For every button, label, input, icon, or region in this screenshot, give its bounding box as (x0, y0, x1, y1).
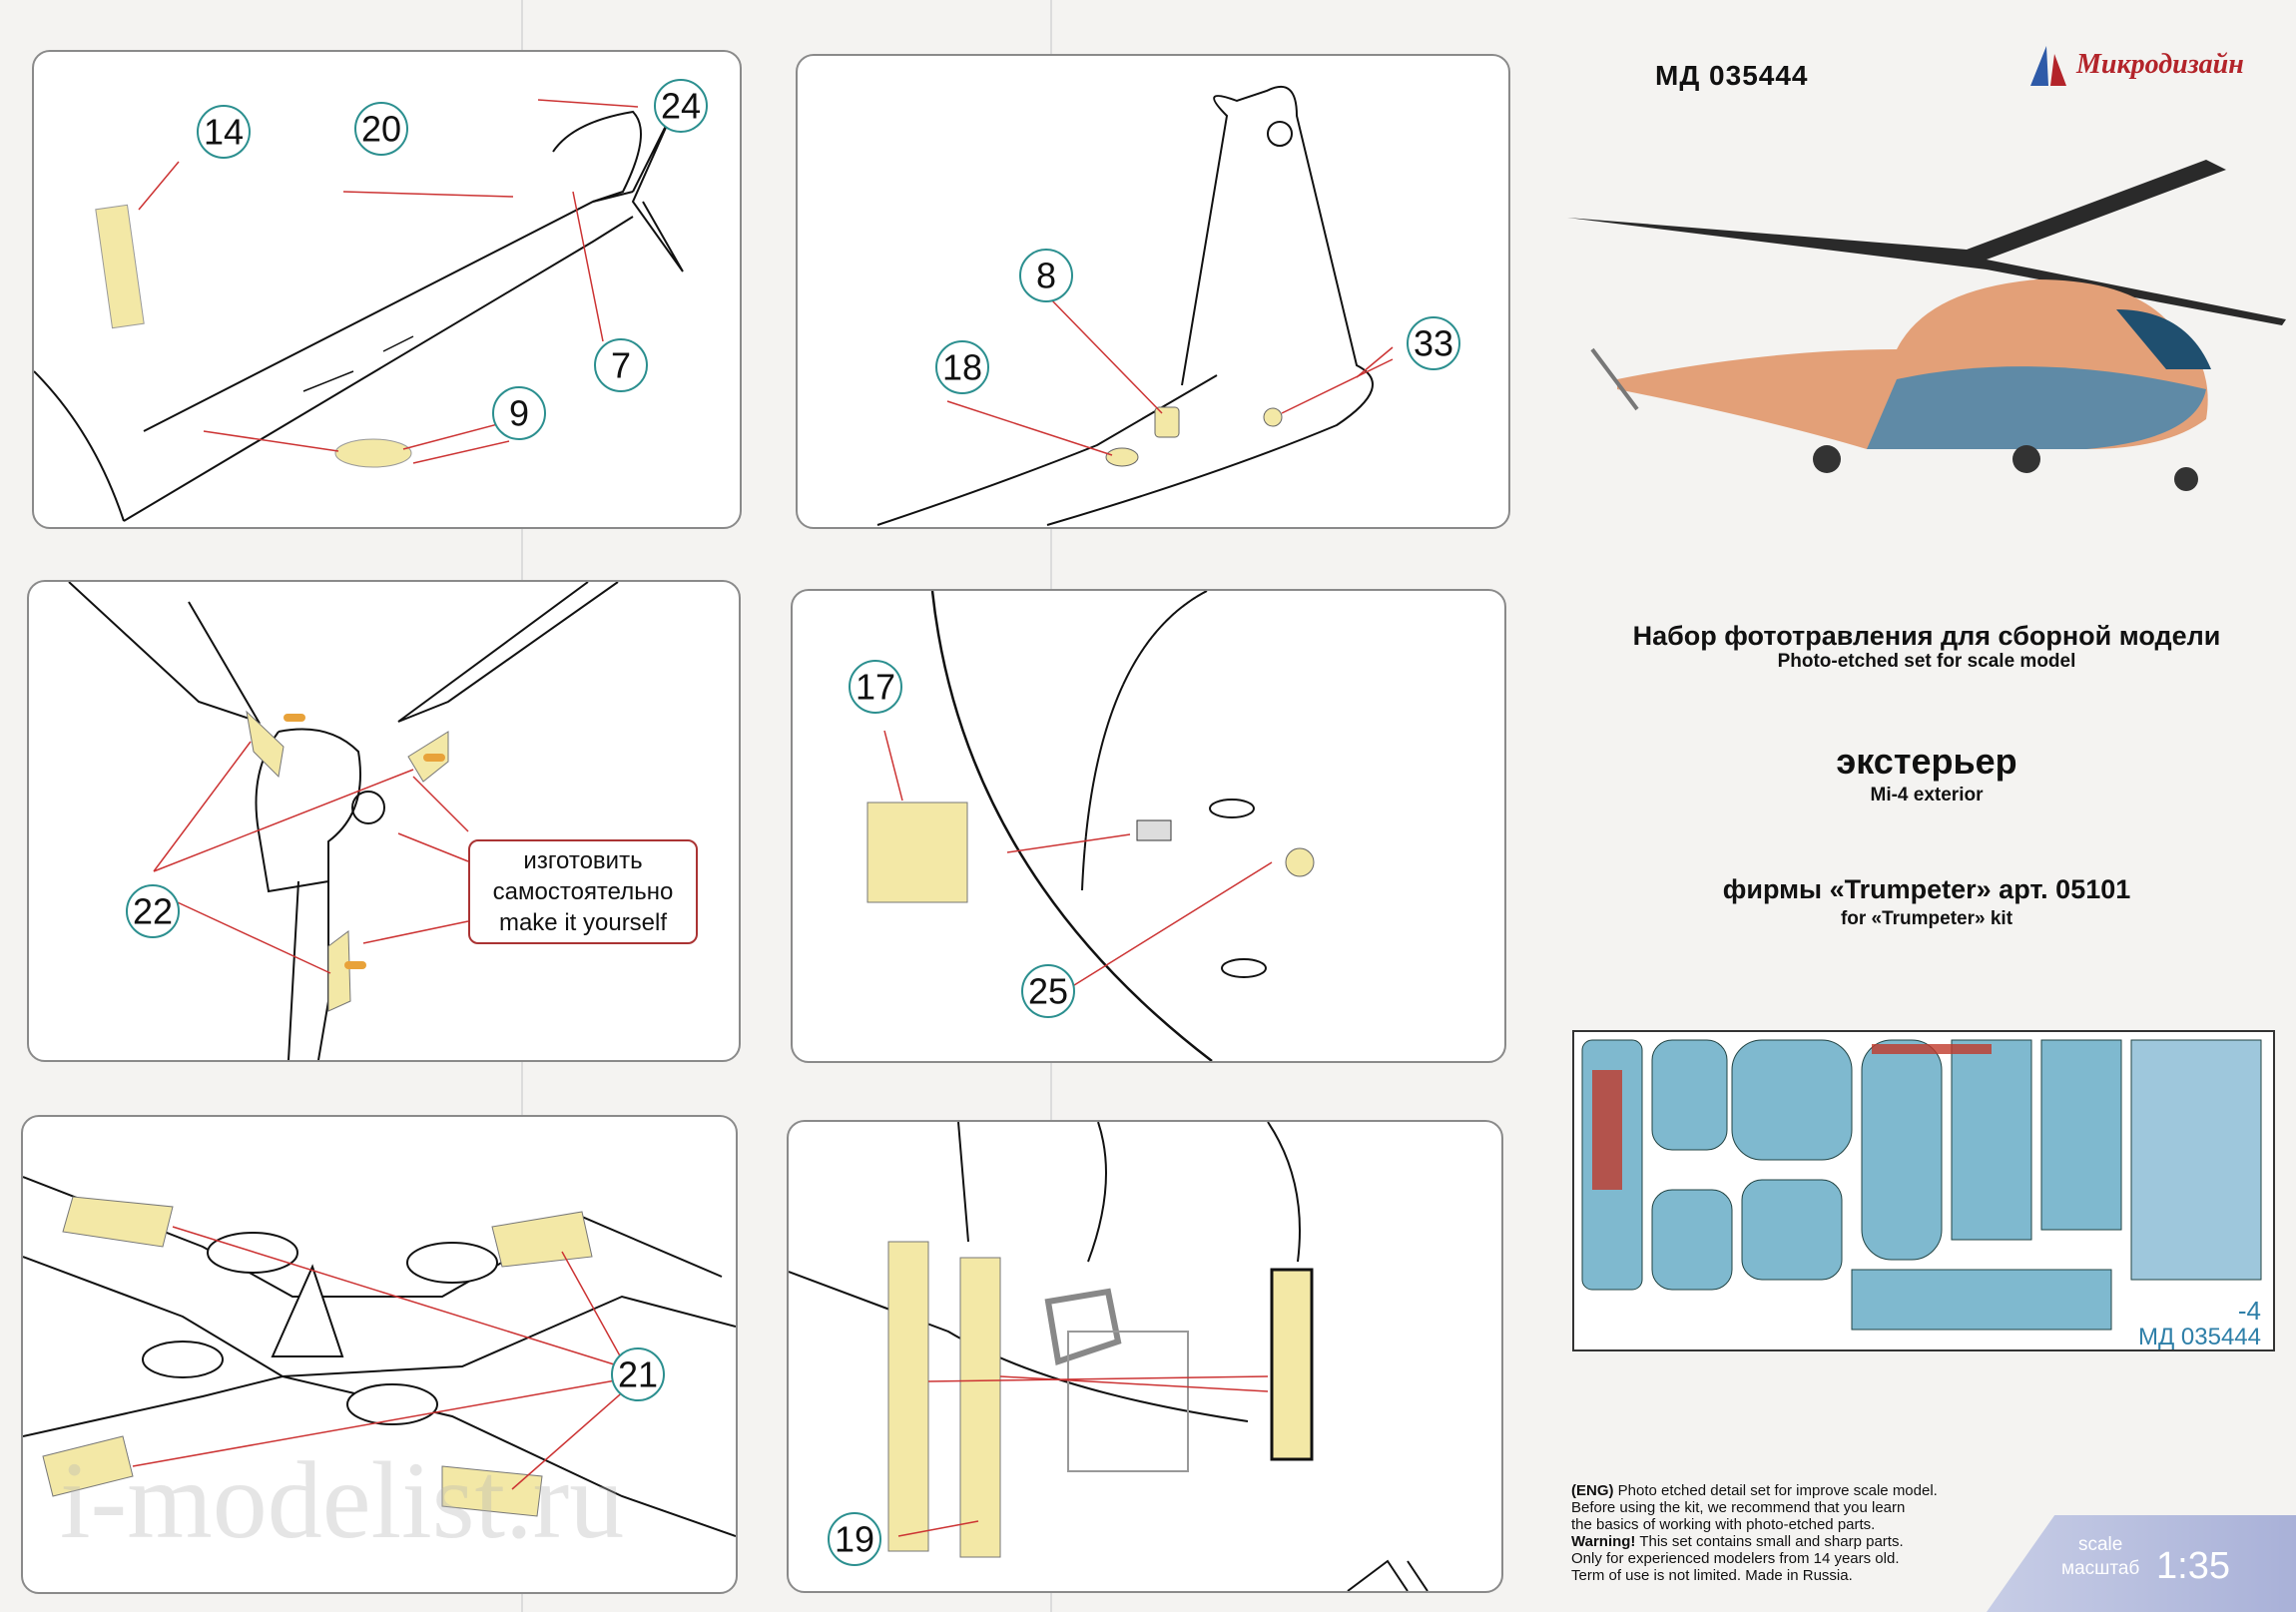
subject-ru: экстерьер (1836, 741, 2017, 782)
svg-text:18: 18 (942, 347, 982, 388)
panel-fuselage-vent: 17 25 (791, 589, 1506, 1063)
svg-text:21: 21 (618, 1354, 658, 1395)
notes-line-6: Term of use is not limited. Made in Russ… (1571, 1567, 1853, 1584)
svg-text:22: 22 (133, 891, 173, 932)
svg-text:-4: -4 (2238, 1296, 2261, 1326)
callout-21: 21 (611, 1347, 665, 1401)
scale-label-ru: масштаб (2061, 1558, 2140, 1579)
callout-25: 25 (1021, 964, 1075, 1018)
usage-notes: (ENG) Photo etched detail set for improv… (1571, 1482, 2010, 1584)
watermark: i-modelist.ru (60, 1439, 625, 1561)
notes-line-5: Only for experienced modelers from 14 ye… (1571, 1550, 1900, 1567)
callout-22: 22 (126, 884, 180, 938)
callout-33: 33 (1407, 316, 1460, 370)
callout-19: 19 (828, 1512, 881, 1566)
tail-fin-drawing: 8 18 33 (876, 85, 1460, 526)
callout-8: 8 (1019, 249, 1073, 302)
pe-fret-image: -4 МД 035444 (1572, 1030, 2275, 1351)
scale-label-en: scale (2077, 1534, 2123, 1555)
main-rotor-hub-drawing: 21 (23, 1176, 736, 1537)
product-code: МД 035444 (1655, 60, 1809, 91)
note-en: make it yourself (498, 909, 668, 936)
notes-line-4: This set contains small and sharp parts. (1635, 1533, 1904, 1550)
svg-text:20: 20 (361, 109, 401, 150)
door-strips-drawing: 19 (789, 1122, 1429, 1591)
callout-9: 9 (492, 386, 546, 440)
svg-text:9: 9 (509, 393, 529, 434)
tail-boom-drawing: 14 20 24 7 9 (34, 79, 708, 522)
subject-en: Mi-4 exterior (1870, 785, 1984, 806)
svg-text:7: 7 (611, 345, 631, 386)
brand-name: Микродизайн (2076, 49, 2244, 80)
svg-text:14: 14 (204, 112, 244, 153)
svg-text:МД 035444: МД 035444 (2138, 1324, 2261, 1350)
note-ru-2: самостоятельно (492, 878, 674, 905)
svg-text:17: 17 (856, 667, 895, 708)
panel-tail-rotor: 22 изготовить самостоятельно make it you… (27, 580, 741, 1062)
svg-text:33: 33 (1414, 323, 1453, 364)
kit-ru: фирмы «Trumpeter» арт. 05101 (1722, 874, 2131, 904)
svg-text:24: 24 (661, 86, 701, 127)
callout-14: 14 (197, 105, 251, 159)
notes-line-3: the basics of working with photo-etched … (1571, 1516, 1876, 1533)
helicopter-photo (1567, 160, 2286, 491)
warning-tag: Warning! (1571, 1533, 1636, 1550)
callout-7: 7 (594, 338, 648, 392)
notes-line-1: Photo etched detail set for improve scal… (1613, 1482, 1938, 1499)
notes-line-2: Before using the kit, we recommend that … (1571, 1499, 1906, 1516)
scale-value: 1:35 (2156, 1545, 2230, 1587)
set-title-en: Photo-etched set for scale model (1777, 651, 2076, 672)
callout-18: 18 (935, 340, 989, 394)
callout-17: 17 (849, 660, 902, 714)
panel-tail-fin: 8 18 33 (796, 54, 1510, 529)
callout-20: 20 (354, 102, 408, 156)
panel-main-rotor-hub: 21 (21, 1115, 738, 1594)
set-title-ru: Набор фототравления для сборной модели (1632, 621, 2221, 651)
scale-label: scale масштаб (2061, 1533, 2139, 1581)
info-column: МД 035444 Микродизайн Набор фототравлени… (1557, 0, 2296, 1612)
note-ru-1: изготовить (523, 847, 643, 874)
fret-code: -4 МД 035444 (2138, 1296, 2261, 1350)
svg-text:19: 19 (835, 1519, 874, 1560)
svg-text:8: 8 (1036, 256, 1056, 296)
svg-text:25: 25 (1028, 971, 1068, 1012)
sail-logo-icon (2030, 46, 2066, 86)
panel-tail-boom: 14 20 24 7 9 (32, 50, 742, 529)
kit-en: for «Trumpeter» kit (1840, 908, 2013, 929)
callout-24: 24 (654, 79, 708, 133)
make-it-yourself-note: изготовить самостоятельно make it yourse… (468, 839, 698, 944)
eng-tag: (ENG) (1571, 1482, 1614, 1499)
brand-logo: Микродизайн (2026, 42, 2244, 88)
panel-door-strips: 19 (787, 1120, 1503, 1593)
fuselage-vent-drawing: 17 25 (849, 591, 1315, 1061)
tail-rotor-drawing: 22 (68, 582, 619, 1060)
